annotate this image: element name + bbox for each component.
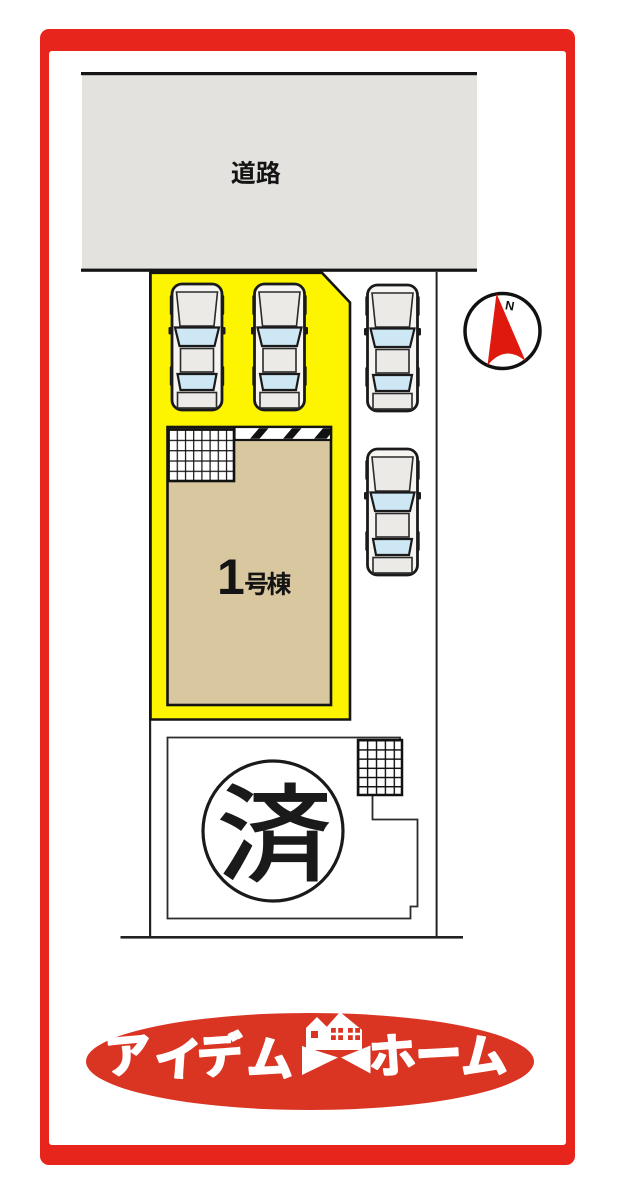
svg-text:1: 1	[217, 549, 245, 605]
svg-text:N: N	[504, 298, 515, 313]
